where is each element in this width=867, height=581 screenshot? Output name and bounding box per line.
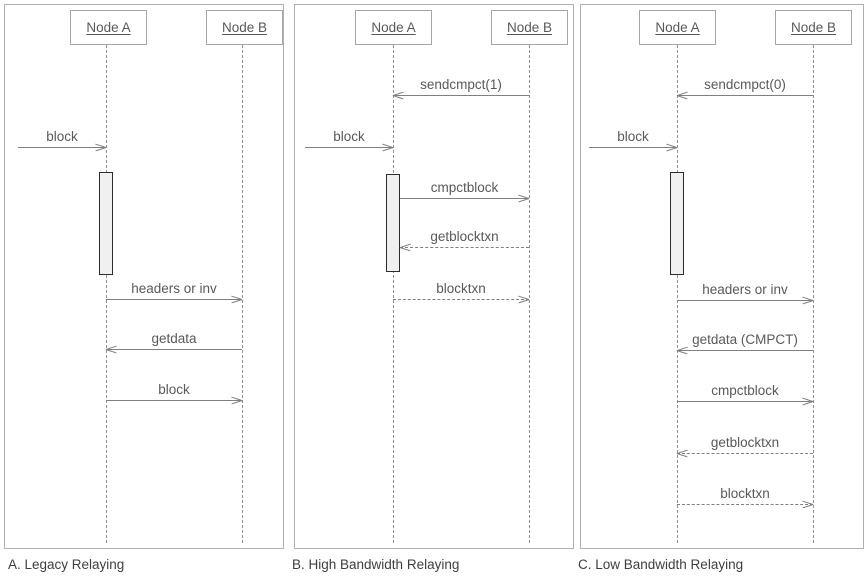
lifeline-node-a [393, 45, 394, 543]
message-line [18, 147, 106, 148]
node-label: Node A [371, 19, 416, 35]
message-label: headers or inv [131, 280, 217, 296]
message-line [393, 299, 529, 300]
node-label: Node B [221, 19, 268, 35]
message-label: blocktxn [436, 280, 486, 296]
message-label: getdata (CMPCT) [692, 331, 798, 347]
activation-bar-node-a [670, 172, 684, 275]
panel-caption-panel-a: A. Legacy Relaying [8, 557, 125, 572]
message-line [677, 453, 813, 454]
node-label: Node A [655, 19, 700, 35]
node-label: Node B [790, 19, 837, 35]
node-box-node-b: Node B [775, 10, 852, 45]
lifeline-node-a [677, 45, 678, 543]
message-line [106, 299, 242, 300]
activation-bar-node-a [386, 174, 400, 272]
message-line [400, 198, 529, 199]
message-line [106, 349, 242, 350]
panel-b [294, 4, 574, 549]
lifeline-node-b [813, 45, 814, 543]
message-label: sendcmpct(0) [704, 76, 786, 92]
node-label: Node A [86, 19, 131, 35]
message-line [677, 350, 813, 351]
message-line [393, 95, 529, 96]
node-box-node-b: Node B [491, 10, 568, 45]
message-label: getdata [151, 330, 197, 346]
message-line [400, 247, 529, 248]
message-label: cmpctblock [711, 382, 779, 398]
message-line [677, 95, 813, 96]
activation-bar-node-a [99, 172, 113, 275]
node-box-node-b: Node B [206, 10, 283, 45]
node-box-node-a: Node A [70, 10, 147, 45]
message-label: blocktxn [720, 485, 770, 501]
lifeline-node-b [242, 45, 243, 543]
message-line [677, 504, 813, 505]
message-label: headers or inv [702, 281, 788, 297]
message-line [305, 147, 393, 148]
message-label: cmpctblock [430, 179, 499, 195]
node-label: Node B [506, 19, 553, 35]
message-label: block [333, 128, 365, 144]
message-label: block [46, 128, 78, 144]
message-line [677, 300, 813, 301]
message-line [589, 147, 677, 148]
node-box-node-a: Node A [639, 10, 716, 45]
message-label: block [617, 128, 649, 144]
message-line [106, 400, 242, 401]
node-box-node-a: Node A [355, 10, 432, 45]
lifeline-node-a [106, 45, 107, 543]
panel-a [4, 4, 284, 549]
lifeline-node-b [529, 45, 530, 543]
message-line [677, 401, 813, 402]
message-label: getblocktxn [430, 228, 499, 244]
panel-caption-panel-b: B. High Bandwidth Relaying [292, 557, 460, 572]
message-label: getblocktxn [710, 434, 780, 450]
panel-caption-panel-c: C. Low Bandwidth Relaying [578, 557, 744, 572]
panel-c [580, 4, 864, 549]
message-label: sendcmpct(1) [420, 76, 502, 92]
message-label: block [158, 381, 190, 397]
